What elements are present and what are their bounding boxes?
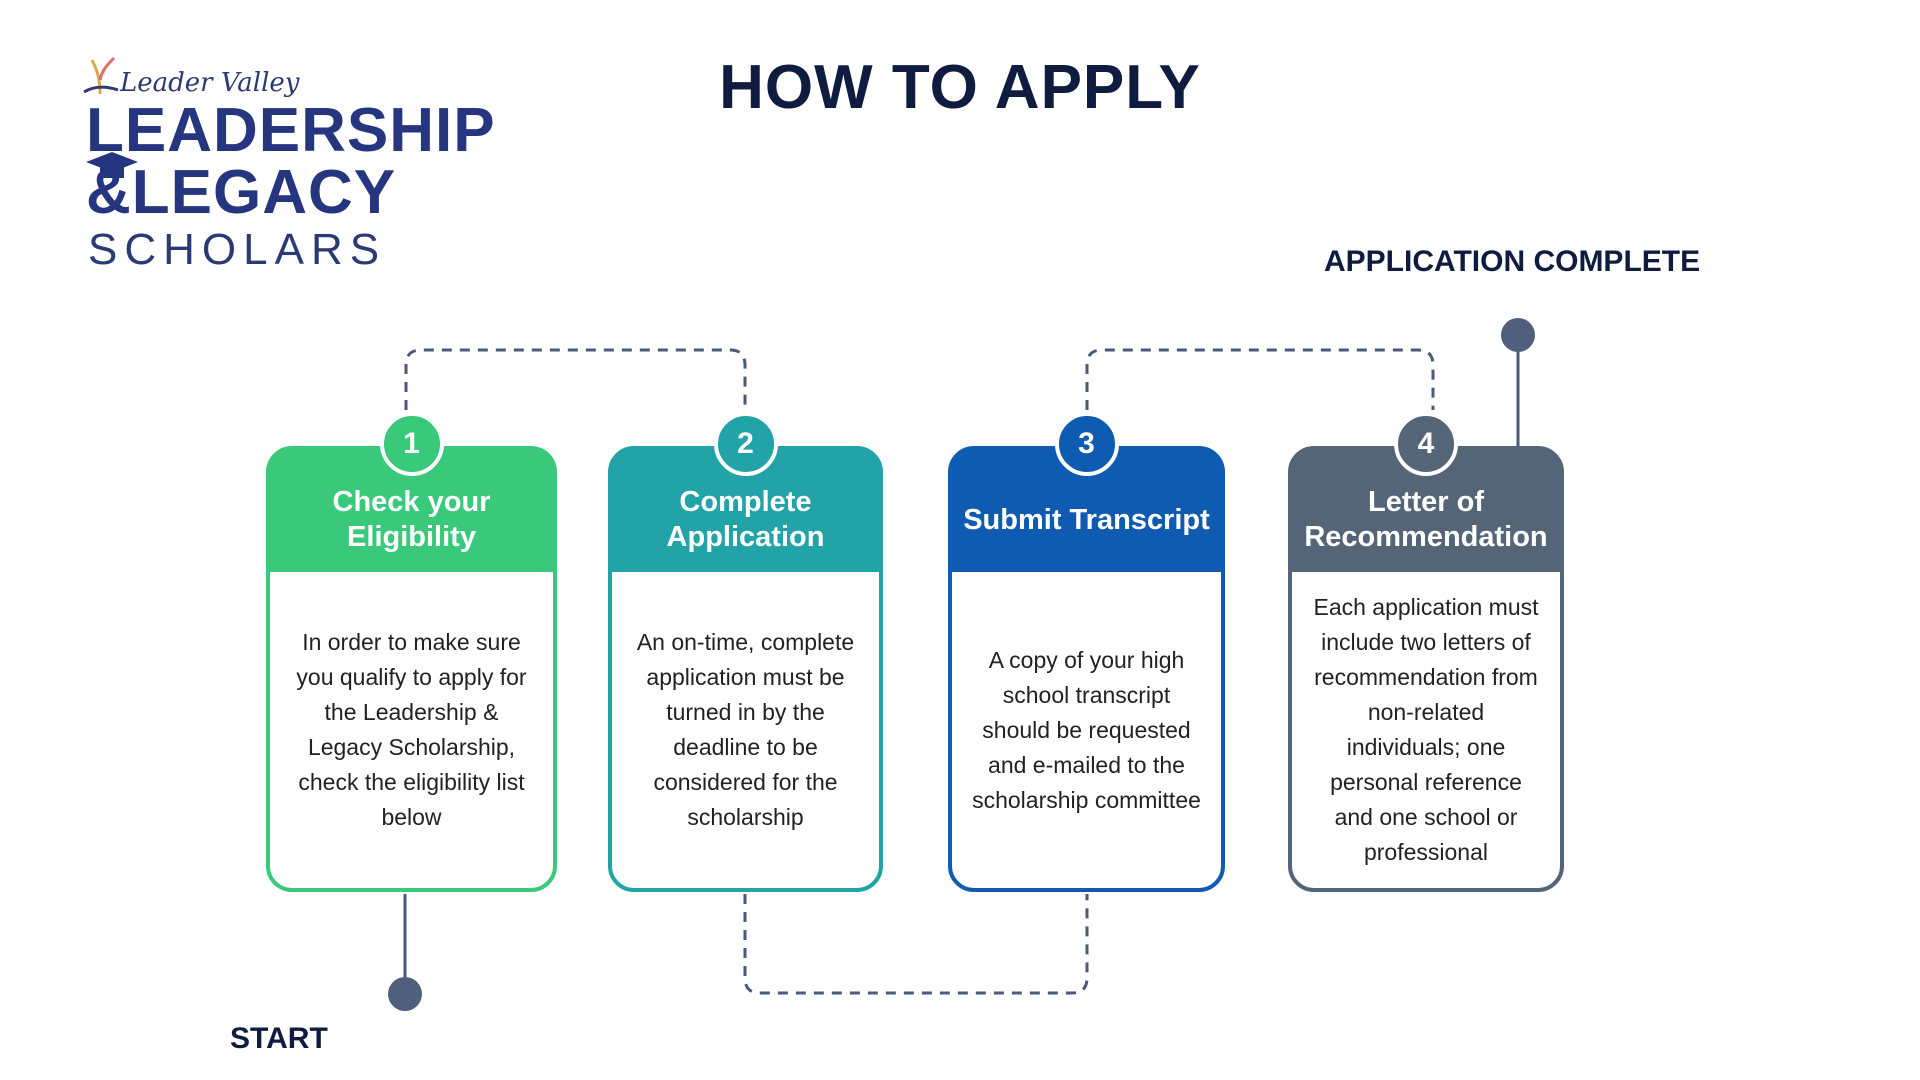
sprout-icon — [83, 56, 119, 95]
logo-tagline: Leader Valley — [120, 68, 300, 98]
connector-2-3 — [743, 894, 1089, 995]
step-card-1: Check your Eligibility 1 In order to mak… — [266, 412, 557, 892]
logo-line-leadership: LEADERSHIP — [86, 96, 496, 165]
connector-1-2 — [404, 348, 747, 410]
logo: Leader Valley LEADERSHIP &LEGACY SCHOLAR… — [80, 48, 495, 278]
step-number-badge: 1 — [379, 412, 444, 476]
step-number-badge: 2 — [713, 412, 778, 476]
connector-3-4 — [1085, 348, 1435, 410]
step-number-badge: 4 — [1394, 412, 1458, 476]
step-description: A copy of your high school transcript sh… — [972, 646, 1201, 813]
logo-line-legacy: &LEGACY — [86, 158, 397, 227]
step-card-3: Submit Transcript 3 A copy of your high … — [948, 412, 1225, 892]
application-complete-label: APPLICATION COMPLETE — [1324, 245, 1701, 278]
step-description: An on-time, complete application must be… — [636, 629, 855, 830]
page-title: HOW TO APPLY — [719, 53, 1201, 122]
step-description: In order to make sure you qualify to app… — [296, 629, 527, 830]
start-dot — [388, 977, 422, 1011]
step-card-4: Letter of Recommendation 4 Each applicat… — [1288, 412, 1564, 892]
step-card-2: Complete Application 2 An on-time, compl… — [608, 412, 883, 892]
start-label: START — [230, 1022, 328, 1055]
step-number-badge: 3 — [1054, 412, 1119, 476]
logo-line-scholars: SCHOLARS — [88, 225, 387, 274]
end-dot — [1501, 318, 1535, 352]
step-description: Each application must include two letter… — [1313, 594, 1539, 865]
graduation-cap-icon — [86, 152, 138, 178]
